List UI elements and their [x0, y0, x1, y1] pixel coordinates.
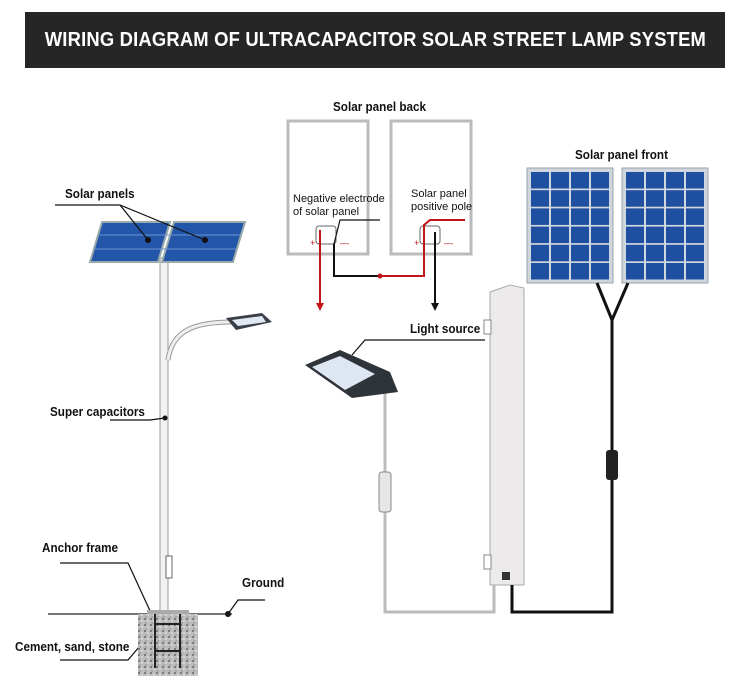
solar-cell — [646, 208, 664, 225]
solar-cell — [626, 190, 644, 207]
solar-cell — [626, 263, 644, 280]
solar-cell — [531, 244, 549, 262]
street-lamp-head — [226, 313, 272, 330]
minus-sign-right: — — [444, 238, 453, 248]
solar-cell — [666, 244, 684, 262]
solar-cell — [686, 208, 704, 225]
solar-cell — [686, 172, 704, 189]
plus-sign-left: + — [310, 238, 316, 248]
light-source-leader — [351, 339, 485, 356]
solar-cell — [646, 190, 664, 207]
foundation — [138, 610, 198, 676]
label-light-source: Light source — [410, 321, 481, 336]
solar-cell — [666, 172, 684, 189]
solar-cell — [551, 190, 569, 207]
solar-cell — [646, 226, 664, 244]
solar-cell — [571, 244, 589, 262]
solar-cell — [591, 263, 609, 280]
panel-cable-connector — [606, 450, 618, 480]
solar-cell — [686, 226, 704, 244]
leader-dots — [142, 237, 231, 643]
minus-sign-left: — — [340, 238, 349, 248]
label-ground: Ground — [242, 575, 285, 590]
solar-cell — [626, 208, 644, 225]
label-cement: Cement, sand, stone — [15, 639, 130, 654]
solar-cell — [571, 226, 589, 244]
solar-cell — [571, 208, 589, 225]
solar-cell — [571, 263, 589, 280]
solar-cell — [571, 172, 589, 189]
label-panel-front: Solar panel front — [575, 147, 668, 162]
solar-cell — [626, 172, 644, 189]
label-positive-pole: Solar panel positive pole — [411, 188, 473, 213]
panel-wiring — [319, 219, 465, 305]
label-panel-back: Solar panel back — [333, 99, 426, 114]
label-anchor-frame: Anchor frame — [42, 540, 119, 555]
solar-cell — [646, 263, 664, 280]
solar-cell — [531, 226, 549, 244]
solar-panel-back-frames — [286, 119, 473, 256]
diagram-title: WIRING DIAGRAM OF ULTRACAPACITOR SOLAR S… — [44, 28, 706, 51]
solar-cell — [666, 263, 684, 280]
solar-cell — [666, 190, 684, 207]
solar-cell — [626, 226, 644, 244]
solar-cell — [531, 172, 549, 189]
label-negative-electrode: Negative electrode of solar panel — [293, 193, 385, 218]
solar-cell — [686, 190, 704, 207]
solar-cell — [551, 172, 569, 189]
lamp-cable-connector — [378, 471, 392, 513]
light-source-lamp — [305, 350, 398, 398]
supercapacitor-controller-box — [483, 284, 525, 586]
solar-cell — [571, 190, 589, 207]
panel-cable — [510, 282, 630, 614]
plus-sign-right: + — [414, 238, 420, 248]
solar-cell — [551, 263, 569, 280]
label-solar-panels: Solar panels — [65, 186, 135, 201]
solar-cell — [551, 244, 569, 262]
solar-cell — [591, 244, 609, 262]
solar-cell — [666, 226, 684, 244]
solar-cell — [626, 244, 644, 262]
solar-cell — [686, 244, 704, 262]
lamp-cable — [383, 392, 496, 614]
solar-cell — [551, 208, 569, 225]
solar-cell — [531, 208, 549, 225]
label-super-capacitors: Super capacitors — [50, 404, 145, 419]
solar-cell — [686, 263, 704, 280]
solar-cell — [591, 190, 609, 207]
solar-cell — [646, 244, 664, 262]
solar-cell — [531, 263, 549, 280]
street-lamp-pole — [159, 257, 233, 614]
solar-cell — [666, 208, 684, 225]
solar-cell — [646, 172, 664, 189]
solar-panels-left — [88, 221, 247, 263]
solar-cell — [531, 190, 549, 207]
solar-cell — [591, 226, 609, 244]
leader-lines — [55, 204, 265, 661]
solar-cell — [591, 208, 609, 225]
title-bar: WIRING DIAGRAM OF ULTRACAPACITOR SOLAR S… — [25, 12, 725, 68]
solar-panels-front — [526, 167, 709, 284]
solar-cell — [591, 172, 609, 189]
solar-cell — [551, 226, 569, 244]
